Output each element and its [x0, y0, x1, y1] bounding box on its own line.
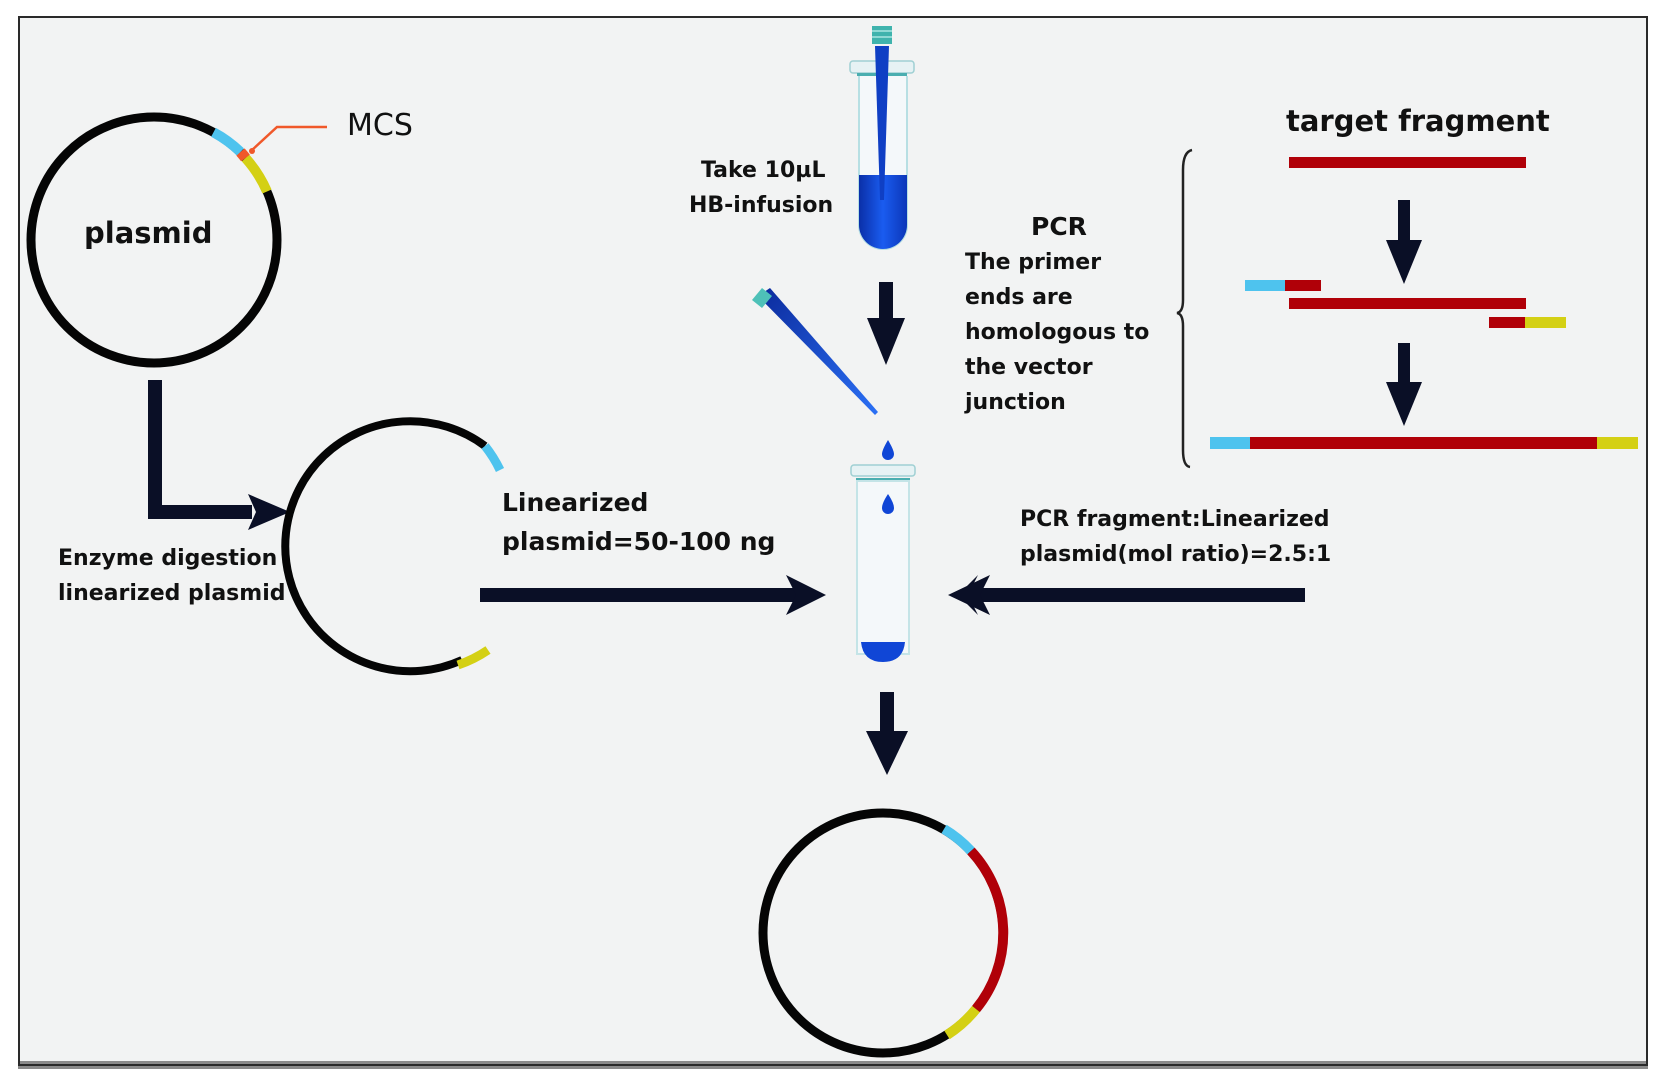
- hb-infusion-tube-icon: [849, 26, 915, 250]
- arrow-reagent-down: [867, 282, 905, 365]
- recombinant-homology-left-segment: [941, 824, 975, 855]
- arrow-linearized-to-tube: [480, 575, 826, 615]
- mcs-pointer-line: [250, 125, 327, 152]
- reverse-primer-homology: [1525, 317, 1566, 328]
- diagram-frame: [18, 16, 1648, 1066]
- plasmid-homology-right-segment: [241, 154, 272, 194]
- recombinant-homology-right-segment: [944, 1005, 980, 1040]
- plasmid-mcs-site: [236, 148, 250, 162]
- reaction-tube-icon: [850, 464, 916, 662]
- arrow-tube-to-recombinant: [866, 692, 908, 775]
- arrow-fragment-to-tube: [948, 575, 1305, 615]
- pcr-desc-line-2: ends are: [965, 285, 1073, 310]
- plasmid-label: plasmid: [84, 216, 213, 250]
- linearized-plasmid: [281, 417, 505, 676]
- linearized-label-line1: Linearized: [502, 488, 649, 517]
- pcr-product-homology-left: [1210, 437, 1250, 449]
- ratio-label-line2: plasmid(mol ratio)=2.5:1: [1020, 542, 1332, 567]
- plasmid-homology-left-segment: [211, 127, 244, 156]
- linearized-homology-right-segment: [456, 646, 491, 670]
- pcr-product-insert: [1250, 437, 1597, 449]
- linearized-homology-left-segment: [481, 443, 505, 473]
- template-strand: [1289, 298, 1526, 309]
- plasmid-circle: [26, 112, 282, 368]
- take-reagent-label-line2: HB-infusion: [689, 193, 834, 218]
- enzyme-label-line2: linearized plasmid: [58, 581, 286, 606]
- target-fragment-label: target fragment: [1286, 104, 1550, 138]
- recombinant-insert-segment: [967, 847, 1009, 1013]
- forward-primer-binding: [1285, 280, 1321, 291]
- pipette-tip-icon: [752, 288, 878, 415]
- arrow-plasmid-to-linearized: [148, 380, 290, 530]
- mcs-pointer-dot: [249, 148, 255, 154]
- pcr-desc-line-3: homologous to: [965, 320, 1150, 345]
- arrow-pcr-step-1: [1386, 200, 1422, 284]
- reverse-primer-binding: [1489, 317, 1525, 328]
- droplet-icon: [882, 440, 894, 460]
- pcr-title: PCR: [1031, 212, 1087, 241]
- pcr-desc-line-5: junction: [965, 390, 1066, 415]
- take-reagent-label-line1: Take 10µL: [701, 158, 826, 183]
- forward-primer-homology: [1245, 280, 1285, 291]
- recombinant-plasmid-circle: [758, 808, 1009, 1058]
- target-fragment-schematic: [1210, 157, 1638, 449]
- linearized-label-line2: plasmid=50-100 ng: [502, 527, 776, 556]
- pcr-product-homology-right: [1597, 437, 1638, 449]
- pcr-brace: [1176, 148, 1193, 469]
- target-fragment-bar: [1289, 157, 1526, 168]
- pcr-desc-line-1: The primer: [965, 250, 1102, 275]
- enzyme-label-line1: Enzyme digestion: [58, 546, 278, 571]
- ratio-label-line1: PCR fragment:Linearized: [1020, 507, 1330, 532]
- arrow-pcr-step-2: [1386, 343, 1422, 426]
- mcs-label: MCS: [347, 108, 413, 143]
- pcr-desc-line-4: the vector: [965, 355, 1093, 380]
